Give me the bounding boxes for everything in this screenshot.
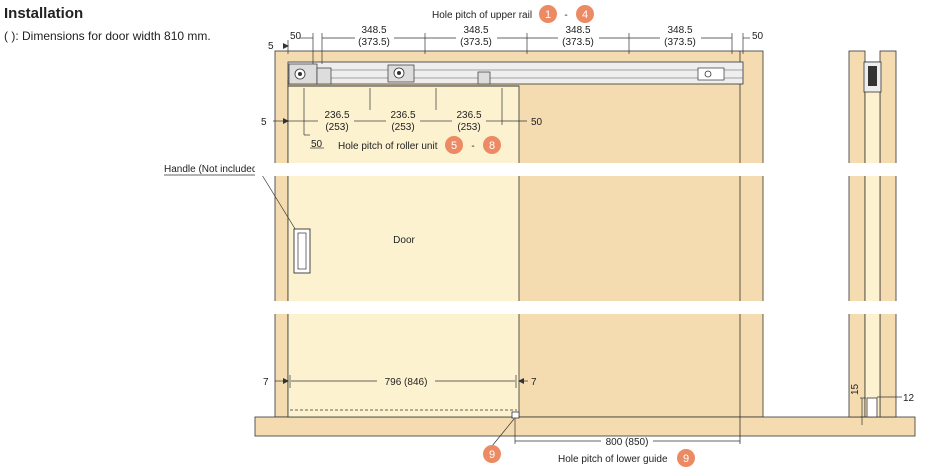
lower-guide-width: 800 (850)	[606, 437, 649, 448]
side-door-edge	[864, 61, 881, 418]
door-gap-left: 7	[263, 377, 269, 388]
roller-unit-label: Hole pitch of roller unit	[338, 141, 438, 152]
roller-pitch-3-alt: (253)	[457, 122, 480, 133]
break-band-bottom	[255, 301, 915, 314]
svg-text:-: -	[471, 141, 474, 152]
badge-1	[539, 5, 557, 23]
upper-pitch-1-alt: (373.5)	[358, 37, 390, 48]
upper-pitch-4: 348.5	[667, 25, 692, 36]
badge-9-right	[677, 449, 695, 467]
roller-pitch-3: 236.5	[456, 110, 481, 121]
upper-pitch-4-alt: (373.5)	[664, 37, 696, 48]
svg-text:-: -	[564, 10, 567, 21]
roller-pitch-1: 236.5	[324, 110, 349, 121]
svg-text:1: 1	[545, 9, 551, 21]
door-gap-right: 7	[531, 377, 537, 388]
floor	[254, 416, 916, 437]
roller-unit-left	[316, 67, 332, 85]
roller-unit-right	[477, 71, 491, 85]
door-panel	[287, 85, 520, 418]
page-subtitle: ( ): Dimensions for door width 810 mm.	[4, 29, 211, 43]
svg-text:5: 5	[451, 140, 457, 152]
svg-text:9: 9	[489, 449, 495, 461]
break-band-top	[255, 163, 915, 176]
upper-pitch-3-alt: (373.5)	[562, 37, 594, 48]
upper-pitch-2-alt: (373.5)	[460, 37, 492, 48]
side-wall-right	[879, 50, 897, 418]
roller-offset-right: 50	[531, 117, 543, 128]
upper-pitch-2: 348.5	[463, 25, 488, 36]
upper-pitch-3: 348.5	[565, 25, 590, 36]
upper-pitch-1: 348.5	[361, 25, 386, 36]
lower-guide-label: Hole pitch of lower guide	[558, 454, 668, 465]
svg-text:8: 8	[489, 140, 495, 152]
door-label: Door	[393, 235, 415, 246]
roller-pitch-2-alt: (253)	[391, 122, 414, 133]
badge-9-left	[483, 445, 501, 463]
lower-guide	[511, 411, 520, 419]
handle-label: Handle (Not included)	[164, 164, 261, 175]
roller-pitch-2: 236.5	[390, 110, 415, 121]
side-wall-left	[848, 50, 866, 418]
door-width: 796 (846)	[385, 377, 428, 388]
badge-4	[576, 5, 594, 23]
svg-text:4: 4	[582, 9, 588, 21]
side-guide	[866, 397, 878, 418]
badge-8	[483, 136, 501, 154]
upper-offset-right: 50	[752, 31, 764, 42]
svg-text:9: 9	[683, 453, 689, 465]
upper-gap-left: 5	[268, 41, 274, 52]
side-dim-horizontal: 12	[903, 393, 915, 404]
upper-rail	[287, 61, 744, 85]
badge-5	[445, 136, 463, 154]
side-dim-vertical: 15	[850, 383, 861, 395]
roller-gap-left: 5	[261, 117, 267, 128]
roller-pitch-1-alt: (253)	[325, 122, 348, 133]
upper-offset-left: 50	[290, 31, 302, 42]
upper-rail-label: Hole pitch of upper rail	[432, 10, 532, 21]
roller-under-offset: 50	[311, 139, 323, 150]
page-title: Installation	[4, 5, 84, 22]
